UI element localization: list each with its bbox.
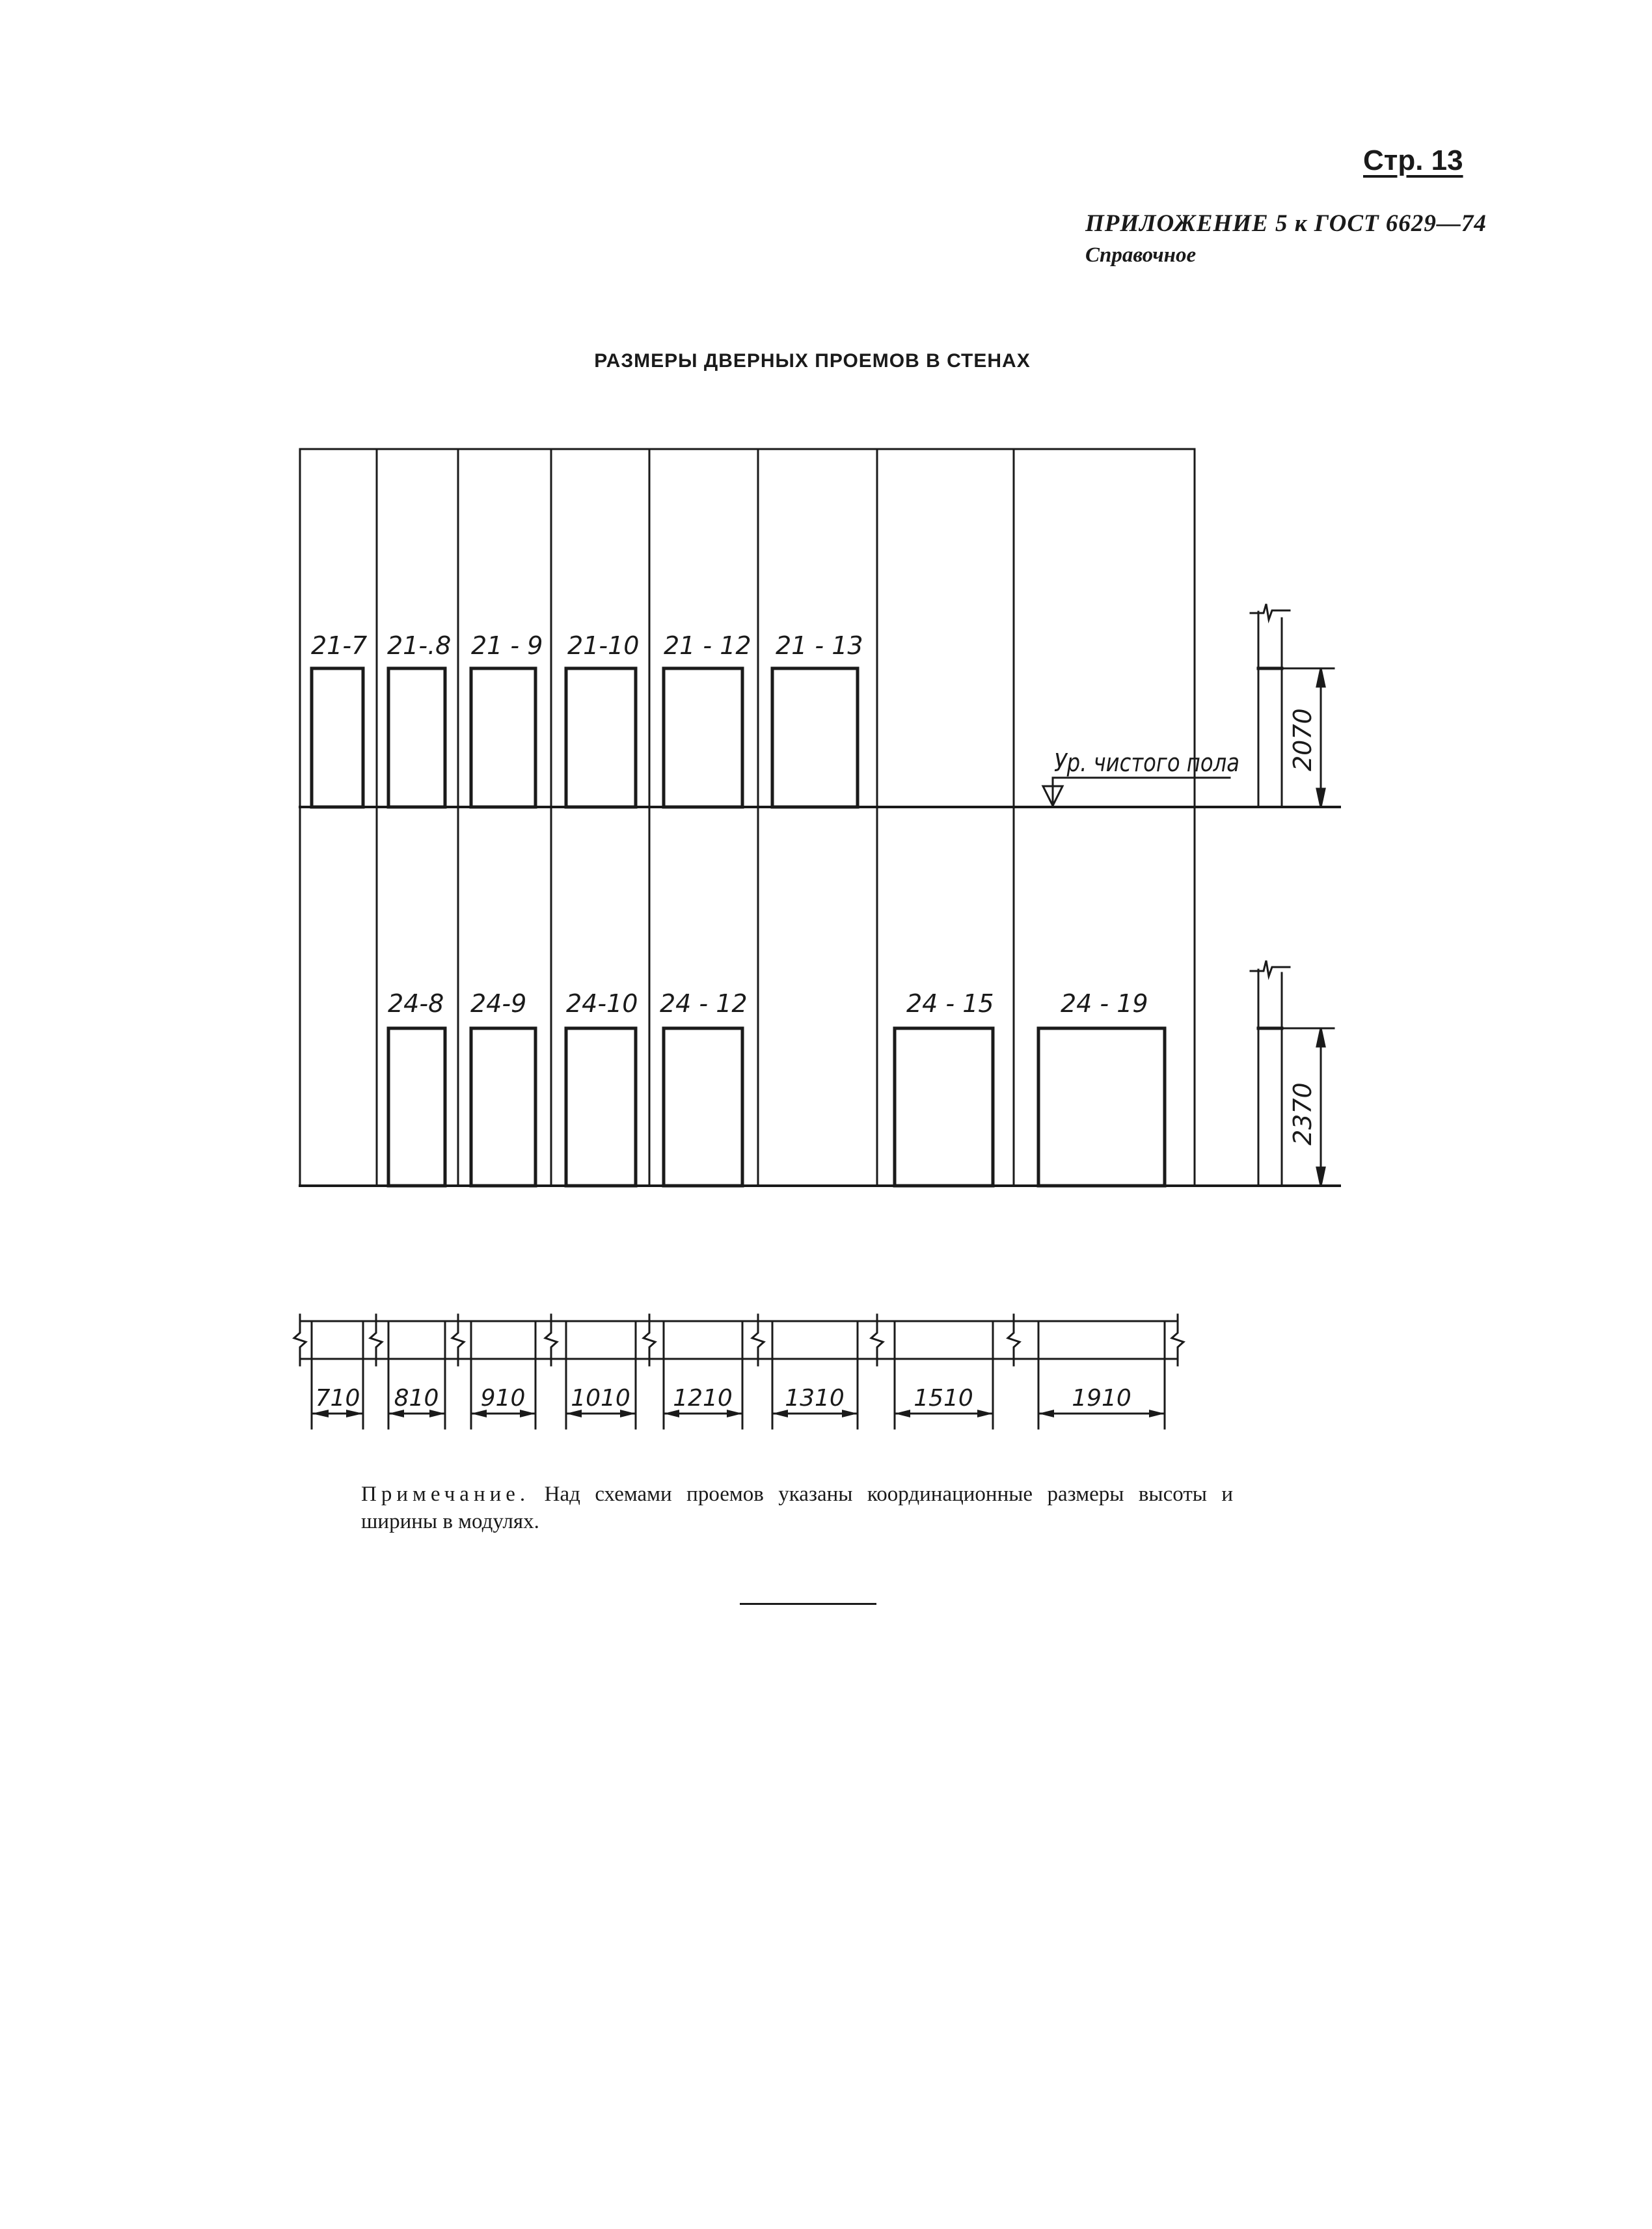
dim-arrow-icon [664,1410,679,1417]
row2-label-5: 24 - 15 [906,989,994,1018]
section-detail-2070: 2070 [1249,603,1335,808]
document-title: РАЗМЕРЫ ДВЕРНЫХ ПРОЕМОВ В СТЕНАХ [594,350,1031,372]
section-detail-2370: 2370 [1249,960,1335,1187]
opening-21-8 [386,666,447,809]
dim-arrow-icon [977,1410,993,1417]
width-dim-1910: 1910 [1072,1385,1131,1412]
row1-openings [310,666,860,809]
width-dim-910: 910 [481,1385,526,1412]
dim-arrow-icon [520,1410,535,1417]
opening-21-7 [310,666,365,809]
height-dim-2370: 2370 [1288,1082,1317,1145]
opening-21-12 [662,666,744,809]
break-mark-icon [750,1313,766,1367]
opening-24-19 [1036,1026,1167,1188]
elevation-frame [299,448,1341,1187]
break-mark-icon [292,1313,308,1367]
opening-21-13 [770,666,860,809]
appendix-title: ПРИЛОЖЕНИЕ 5 к ГОСТ 6629—74 [1085,210,1487,237]
width-dim-1210: 1210 [673,1385,733,1412]
dim-arrow-icon [471,1410,487,1417]
note-lead: Примечание. [361,1483,530,1506]
note: Примечание. Над схемами проемов указаны … [361,1481,1233,1535]
row2-label-3: 24-10 [566,989,638,1018]
row2-label-2: 24-9 [470,989,526,1018]
width-dim-arrows [312,1410,1165,1417]
row1-label-1: 21-7 [311,631,367,660]
opening-24-15 [893,1026,995,1188]
note-text: Над схемами проемов указаны координацион… [361,1483,1234,1533]
break-mark-icon [450,1313,466,1367]
dim-arrow-icon [1149,1410,1165,1417]
row1-label-6: 21 - 13 [776,631,863,660]
row2-label-1: 24-8 [388,989,444,1018]
row1-label-2: 21-.8 [387,631,451,660]
page-number: Стр. 13 [1363,144,1463,176]
opening-24-10 [564,1026,638,1188]
dim-arrow-icon [1038,1410,1054,1417]
row2-label-6: 24 - 19 [1061,989,1148,1018]
break-mark-icon [1006,1313,1022,1367]
break-mark-icon [869,1313,885,1367]
opening-24-8 [386,1026,447,1188]
dim-arrow-icon [1316,668,1326,688]
break-mark-icon [642,1313,657,1367]
row1-label-3: 21 - 9 [471,631,543,660]
appendix-type: Справочное [1085,243,1197,267]
opening-21-10 [564,666,638,809]
width-dim-1310: 1310 [785,1385,845,1412]
break-mark-icon [543,1313,559,1367]
opening-24-9 [469,1026,537,1188]
width-dim-710: 710 [316,1385,360,1412]
row1-label-5: 21 - 12 [664,631,752,660]
appendix-header: ПРИЛОЖЕНИЕ 5 к ГОСТ 6629—74 Справочное [1085,208,1487,271]
dim-arrow-icon [388,1410,404,1417]
dim-arrow-icon [895,1410,910,1417]
break-mark-icon [1170,1313,1185,1367]
height-dim-2070: 2070 [1288,708,1317,771]
dim-arrow-icon [429,1410,445,1417]
dim-arrow-icon [842,1410,858,1417]
end-rule [740,1603,876,1605]
dim-arrow-icon [727,1410,742,1417]
opening-21-9 [469,666,537,809]
floor-level-label: Ур. чистого пола [1054,748,1239,777]
width-dim-810: 810 [394,1385,439,1412]
width-dim-1510: 1510 [914,1385,973,1412]
row1-label-4: 21-10 [567,631,639,660]
dim-arrow-icon [346,1410,363,1417]
opening-24-12 [662,1026,744,1188]
dim-arrow-icon [1316,1166,1326,1186]
row2-label-4: 24 - 12 [660,989,748,1018]
floor-level-marker: Ур. чистого пола [1041,748,1239,808]
dim-arrow-icon [1316,787,1326,808]
dim-arrow-icon [312,1410,329,1417]
row2-openings [386,1026,1167,1188]
break-mark-icon [368,1313,384,1367]
dim-arrow-icon [620,1410,636,1417]
dim-arrow-icon [1316,1028,1326,1048]
dim-arrow-icon [772,1410,788,1417]
dim-arrow-icon [566,1410,582,1417]
width-dim-1010: 1010 [571,1385,630,1412]
floor-level-triangle-icon [1041,785,1064,808]
